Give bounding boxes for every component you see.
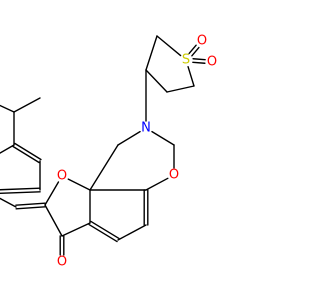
bond-s-os1-a (191, 46, 200, 57)
atom-o-ket: O (57, 255, 67, 270)
atom-s: S (182, 53, 190, 68)
atom-label-s: S (182, 53, 190, 68)
bond-cc-cd (166, 85, 195, 93)
bond-cd-s (187, 65, 195, 87)
bond-n-ch1 (151, 130, 175, 146)
bond-s-os2-a (192, 61, 206, 64)
bond-s-ca (156, 35, 182, 57)
bond-c2-cv-b (15, 206, 46, 210)
bond-c2-cv-a (15, 202, 46, 206)
atom-label-o-s2: O (207, 55, 217, 70)
bond-ar2-ar3 (117, 224, 147, 241)
bond-pe-pa-a (0, 187, 41, 191)
bond-cm-ar5 (89, 144, 119, 191)
atom-label-n: N (141, 121, 151, 136)
atom-o-s2: O (207, 55, 217, 70)
atom-n: N (141, 121, 151, 136)
bond-cv-pa (0, 197, 17, 208)
atom-label-o-ox: O (169, 168, 179, 183)
bond-pe-pa-b (0, 191, 41, 195)
atom-label-o-fur: O (57, 169, 67, 184)
atom-o-s1: O (197, 34, 207, 49)
bond-ar5-ofur (67, 178, 91, 191)
bond-ca-cb (145, 35, 158, 71)
bond-ar3-ar4-a (90, 220, 120, 240)
bond-ipr-me2 (13, 97, 41, 113)
bond-cb-cc (145, 69, 168, 93)
bond-ox-ar1 (145, 177, 169, 191)
bond-s-os2-b (192, 58, 206, 61)
atom-o-ox: O (169, 168, 179, 183)
bond-c2-c3 (44, 204, 63, 237)
bond-ipr-me1 (0, 104, 15, 113)
atom-label-o-s1: O (197, 34, 207, 49)
bond-pc-pd-b (14, 142, 42, 161)
atom-o-fur: O (57, 169, 67, 184)
bond-c3-ar4 (61, 222, 91, 237)
bond-n-cm (117, 130, 141, 146)
bond-ar3-ar4-b (88, 223, 118, 243)
bonds-layer (0, 35, 206, 256)
bond-pb-pc (0, 144, 15, 154)
bond-s-os1-b (188, 44, 197, 55)
atom-label-o-ket: O (57, 255, 67, 270)
bond-pc-pd-a (12, 145, 40, 164)
bond-ofur-c2 (44, 181, 60, 206)
